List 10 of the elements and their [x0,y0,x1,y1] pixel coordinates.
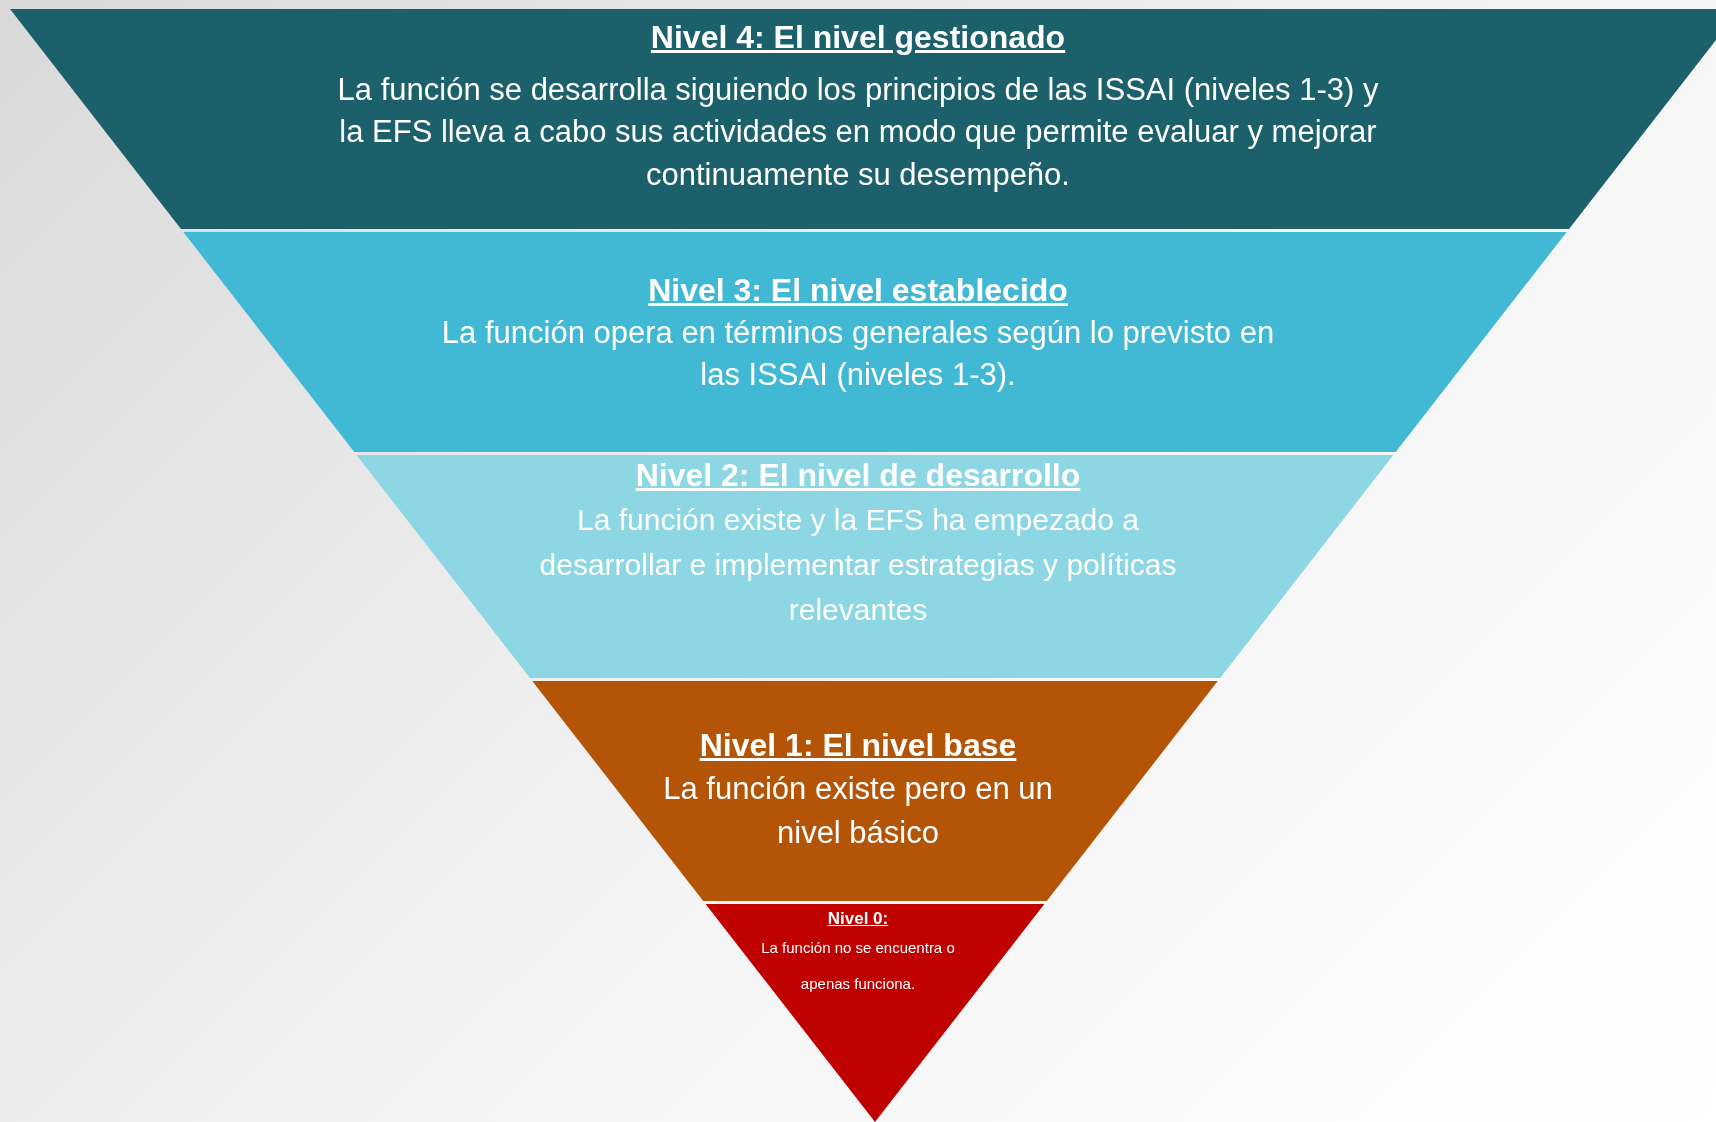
level-heading: Nivel 2: El nivel de desarrollo [635,456,1081,495]
level-description: La función se desarrolla siguiendo los principios de las ISSAI (niveles 1-3) y la EFS lleva a cabo sus actividades en modo que permite evaluar y mejorar continuamente su desempeño. [336,70,1380,195]
level-heading: Nivel 3: El nivel establecido [648,271,1068,310]
level-heading: Nivel 4: El nivel gestionado [650,18,1066,57]
level-description: La función no se encuentra o apenas funciona. [760,938,956,995]
level-description: La función existe y la EFS ha empezado a desarrollar e implementar estrategias y políticas relevantes [538,501,1178,628]
level-description: La función existe pero en un nivel básico [662,769,1054,852]
level-description: La función opera en términos generales según lo previsto en las ISSAI (niveles 1-3). [440,313,1276,395]
level-heading: Nivel 0: [827,908,889,930]
level-heading: Nivel 1: El nivel base [699,726,1017,765]
